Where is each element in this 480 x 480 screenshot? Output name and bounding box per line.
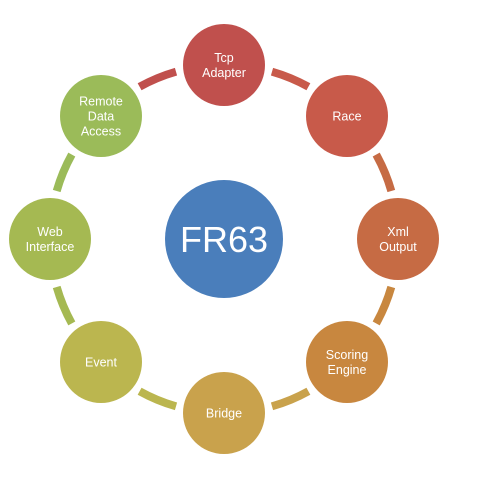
cycle-node: Bridge [183, 372, 265, 454]
cycle-node-label: Event [85, 356, 117, 370]
connector-arc [372, 152, 396, 193]
cycle-node: Event [60, 321, 142, 403]
cycle-node: Race [306, 75, 388, 157]
center-hub [165, 180, 283, 298]
center-hub-label: FR63 [180, 219, 268, 260]
cycle-node-circle [306, 321, 388, 403]
cycle-node-label: Scoring [326, 348, 368, 362]
cycle-node-circle [357, 198, 439, 280]
cycle-node-circle [60, 75, 142, 157]
cycle-node-label: Tcp [214, 51, 234, 65]
cycle-node-label: Access [81, 125, 121, 139]
connector-arc [52, 152, 76, 193]
connector-arc [270, 387, 311, 411]
connector-arc [270, 67, 311, 91]
connector-arc [137, 387, 178, 411]
connector-arc [52, 285, 76, 326]
cycle-node-label: Engine [328, 363, 367, 377]
cycle-node-label: Web [37, 225, 63, 239]
connector-arc [372, 285, 396, 326]
cycle-node-label: Race [332, 110, 361, 124]
cycle-node-label: Adapter [202, 66, 246, 80]
cycle-node-label: Bridge [206, 407, 242, 421]
cycle-node-circle [60, 321, 142, 403]
cycle-node-label: Output [379, 240, 417, 254]
cycle-node-label: Remote [79, 95, 123, 109]
cycle-node-circle [306, 75, 388, 157]
cycle-node-label: Interface [26, 240, 75, 254]
cycle-node-label: Data [88, 110, 114, 124]
cycle-node-circle [183, 372, 265, 454]
cycle-node-circle [183, 24, 265, 106]
connector-arc [137, 67, 178, 91]
cycle-node-circle [9, 198, 91, 280]
cycle-node-label: Xml [387, 225, 409, 239]
